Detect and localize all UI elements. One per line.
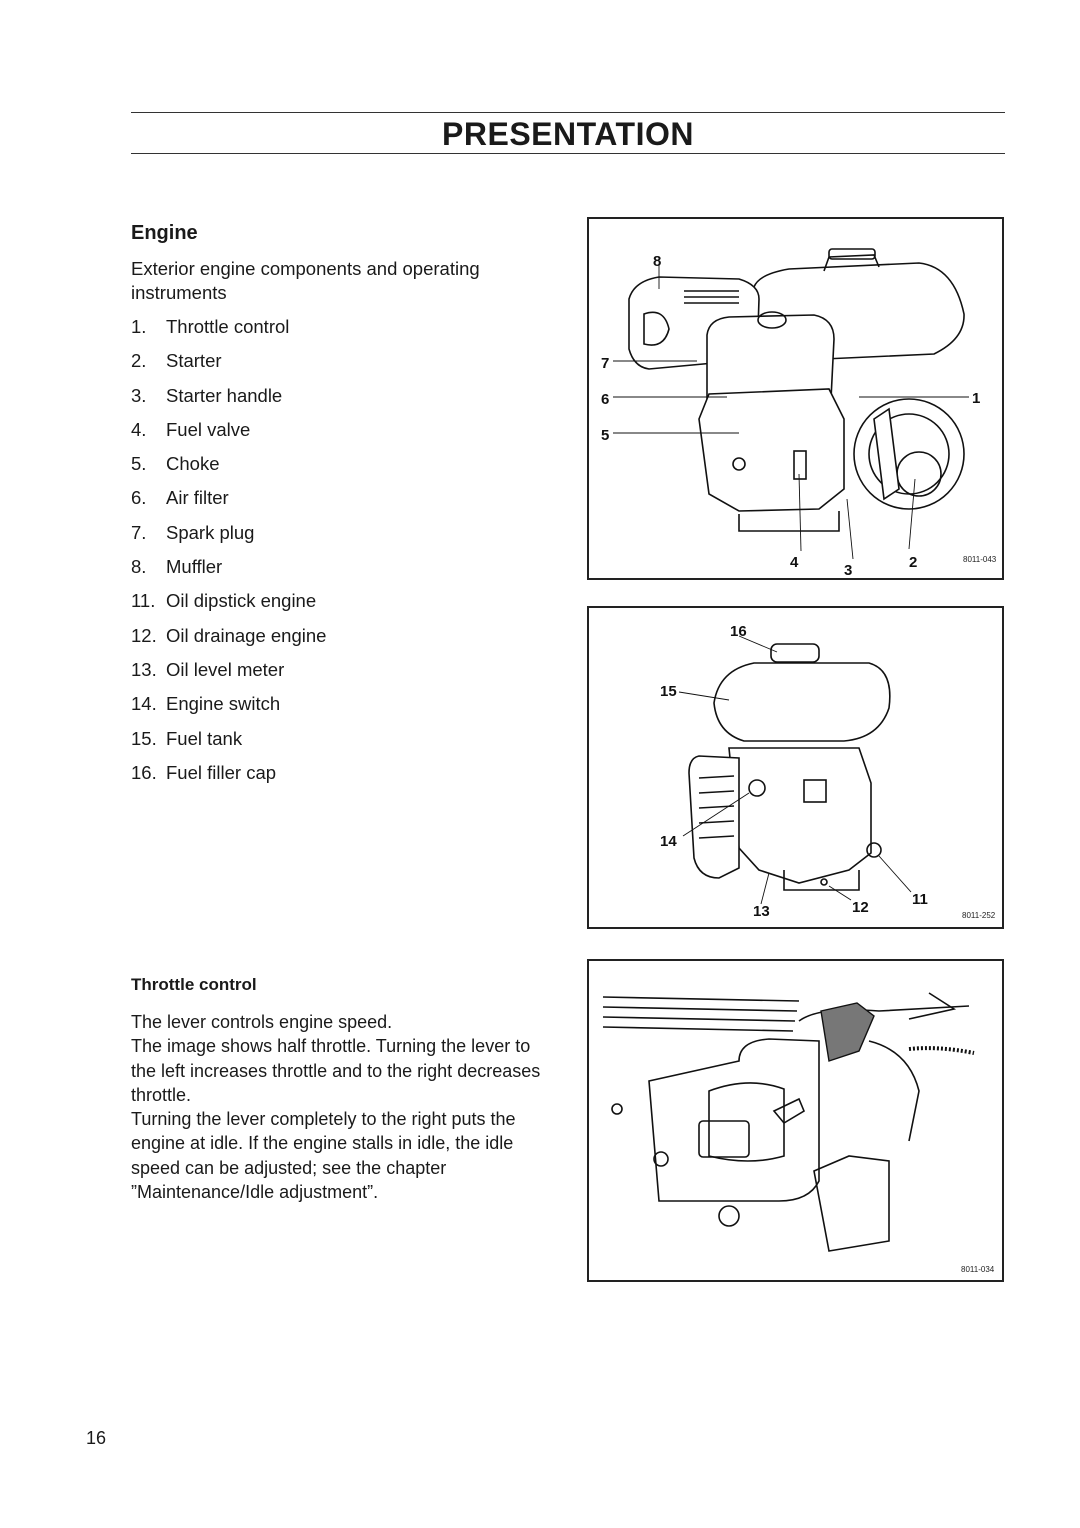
engine-side-illustration: 16 15 14 13 12 11 8011-252 xyxy=(660,623,996,920)
component-item: 2.Starter xyxy=(131,350,222,372)
engine-heading: Engine xyxy=(131,222,198,244)
header-rule-top xyxy=(131,112,1005,113)
throttle-heading: Throttle control xyxy=(131,975,257,994)
component-item: 4.Fuel valve xyxy=(131,418,251,440)
callout-label: 12 xyxy=(852,899,869,916)
callout-label: 7 xyxy=(601,355,609,372)
engine-exterior-illustration: 8 7 6 5 1 4 3 2 8011-043 xyxy=(601,248,997,578)
throttle-description: The lever controls engine speed. The ima… xyxy=(131,1010,541,1204)
callout-label: 11 xyxy=(912,891,928,908)
throttle-paragraph: The image shows half throttle. Turning t… xyxy=(131,1036,541,1105)
component-item: 16.Fuel filler cap xyxy=(131,761,277,783)
component-item: 8.Muffler xyxy=(131,556,223,578)
callout-label: 14 xyxy=(660,833,677,850)
component-item: 7.Spark plug xyxy=(131,521,255,543)
section-title: PRESENTATION xyxy=(442,116,694,152)
header-rule-bottom xyxy=(131,153,1005,154)
callout-label: 3 xyxy=(844,562,852,578)
callout-label: 4 xyxy=(790,554,799,571)
callout-label: 2 xyxy=(909,554,917,571)
component-item: 15.Fuel tank xyxy=(131,727,243,749)
callout-label: 6 xyxy=(601,391,609,408)
engine-side-figure: 16 15 14 13 12 11 8011-252 xyxy=(587,606,1004,929)
component-item: 11.Oil dipstick engine xyxy=(131,590,317,612)
callout-label: 15 xyxy=(660,683,677,700)
component-item: 1.Throttle control xyxy=(131,316,290,337)
component-item: 6.Air filter xyxy=(131,487,229,509)
callout-label: 5 xyxy=(601,427,609,444)
component-item: 13.Oil level meter xyxy=(131,658,285,680)
callout-label: 16 xyxy=(730,623,747,640)
figure-code: 8011-034 xyxy=(961,1265,995,1274)
page-number: 16 xyxy=(86,1428,107,1448)
component-item: 3.Starter handle xyxy=(131,384,283,406)
callout-label: 8 xyxy=(653,253,661,270)
engine-intro: Exterior engine components and operating… xyxy=(131,258,480,303)
figure-code: 8011-252 xyxy=(962,911,996,920)
callout-label: 13 xyxy=(753,903,770,920)
engine-exterior-figure: 8 7 6 5 1 4 3 2 8011-043 xyxy=(587,217,1004,580)
component-list: 1.Throttle control 2.Starter 3.Starter h… xyxy=(131,314,326,794)
component-item: 12.Oil drainage engine xyxy=(131,624,327,646)
figure-code: 8011-043 xyxy=(963,555,997,564)
component-item: 5.Choke xyxy=(131,453,220,475)
throttle-figure: 8011-034 xyxy=(587,959,1004,1282)
throttle-paragraph: Turning the lever completely to the righ… xyxy=(131,1109,516,1203)
component-item: 14.Engine switch xyxy=(131,693,281,715)
callout-label: 1 xyxy=(972,390,980,407)
throttle-paragraph: The lever controls engine speed. xyxy=(131,1012,393,1032)
throttle-illustration: 8011-034 xyxy=(602,992,995,1274)
